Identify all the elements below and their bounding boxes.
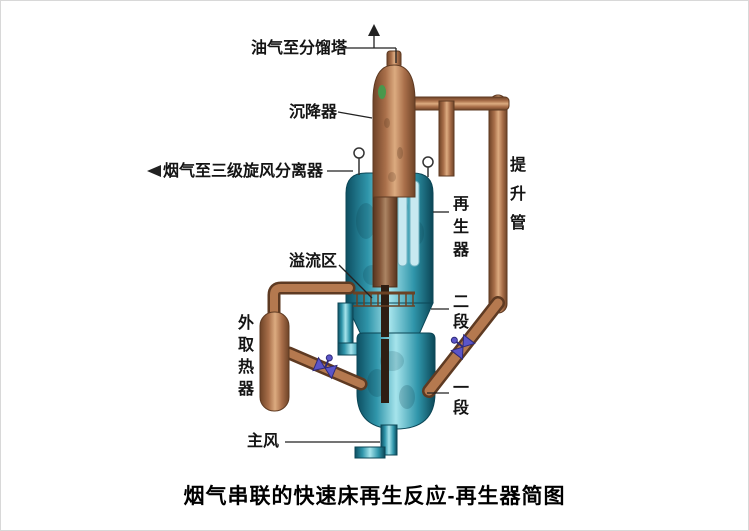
label-oil-gas-to-fractionator: 油气至分馏塔	[251, 40, 348, 57]
label-settler: 沉降器	[289, 104, 338, 121]
label-overflow-zone: 溢流区	[289, 253, 338, 270]
label-stage-one: 一段	[452, 380, 469, 417]
settler-green-fitting	[378, 85, 386, 99]
vent-nozzle-right	[422, 156, 434, 177]
external-heat-remover-vessel	[259, 311, 290, 412]
slide-valve-right	[450, 333, 476, 361]
riser-pipe	[488, 94, 508, 314]
slide-valve-left	[312, 354, 338, 380]
flow-arrow-left-icon	[147, 165, 161, 177]
label-riser: 提升管	[509, 157, 526, 232]
first-stage-vessel	[356, 332, 436, 430]
diagram-title: 烟气串联的快速床再生反应-再生器简图	[183, 485, 566, 508]
label-external-heat-remover: 外取热器	[237, 315, 254, 398]
overhead-transfer-pipe	[410, 96, 510, 177]
internal-cyclone-tubes	[397, 180, 420, 267]
flow-arrow-up-icon	[368, 24, 380, 36]
dipleg-standpipe	[372, 190, 398, 403]
leader-lines	[285, 34, 449, 443]
label-regenerator: 再生器	[452, 196, 469, 259]
label-flue-gas-to-cyclone: 烟气至三级旋风分离器	[163, 163, 324, 180]
label-main-air: 主风	[247, 433, 280, 450]
main-air-pipe	[354, 424, 398, 459]
overflow-weir	[353, 291, 415, 307]
vent-nozzle-left	[353, 147, 365, 175]
label-stage-two: 二段	[452, 294, 469, 331]
settler-vessel	[372, 50, 416, 198]
